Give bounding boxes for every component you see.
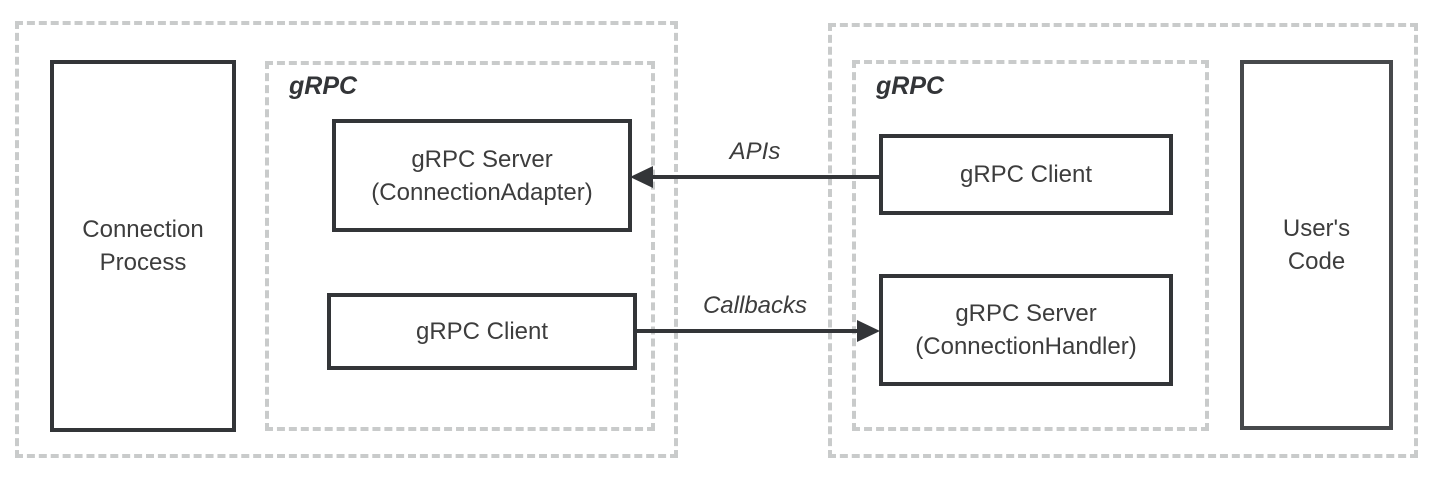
connection-process-box: Connection Process [50, 60, 236, 432]
grpc-server-handler-box: gRPC Server (ConnectionHandler) [879, 274, 1173, 386]
grpc-client-box-left: gRPC Client [327, 293, 637, 370]
callbacks-arrow-line [637, 329, 859, 333]
callbacks-arrowhead-right-icon [857, 320, 880, 342]
apis-arrowhead-left-icon [630, 166, 653, 188]
callbacks-arrow-label: Callbacks [702, 292, 808, 319]
grpc-group-left-label: gRPC [289, 72, 358, 100]
grpc-group-right [852, 60, 1209, 431]
users-code-line2: Code [1287, 248, 1346, 275]
grpc-server-handler-line2: (ConnectionHandler) [915, 333, 1137, 360]
connection-process-boundary [15, 21, 678, 458]
users-code-line1: User's [1282, 215, 1351, 242]
connection-process-line1: Connection [82, 216, 204, 243]
user-process-boundary [828, 23, 1418, 458]
grpc-server-handler-line1: gRPC Server [955, 300, 1097, 327]
apis-arrow-label: APIs [729, 138, 781, 165]
grpc-server-adapter-line1: gRPC Server [411, 145, 553, 173]
grpc-group-left [265, 61, 655, 431]
users-code-box: User's Code [1240, 60, 1393, 430]
grpc-client-right-label: gRPC Client [959, 161, 1093, 188]
connection-process-line2: Process [99, 249, 187, 276]
grpc-server-adapter-line2: (ConnectionAdapter) [371, 178, 593, 206]
grpc-group-right-label: gRPC [876, 72, 945, 100]
apis-arrow-line [650, 175, 879, 179]
grpc-client-box-right: gRPC Client [879, 134, 1173, 215]
grpc-server-adapter-box: gRPC Server (ConnectionAdapter) [332, 119, 632, 232]
grpc-client-left-label: gRPC Client [415, 318, 549, 345]
